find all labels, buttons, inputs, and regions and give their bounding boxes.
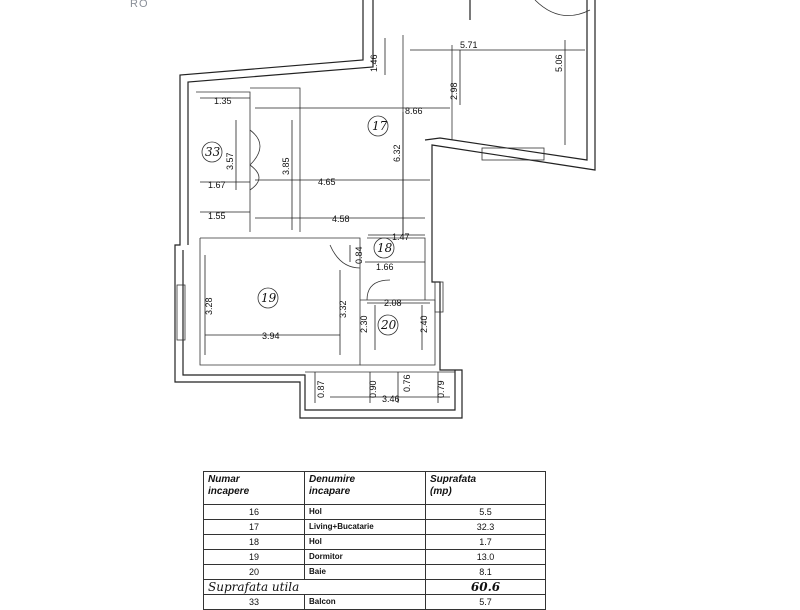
table-row: 19 Dormitor 13.0 — [203, 549, 546, 565]
room-20-circle — [377, 314, 399, 336]
dim-label: 0.76 — [402, 374, 412, 392]
dim-label: 0.90 — [368, 380, 378, 398]
table-row: 17 Living+Bucatarie 32.3 — [203, 519, 546, 535]
table-total-row: Suprafata utila 60.6 — [203, 579, 546, 595]
dim-label: 0.87 — [316, 380, 326, 398]
dim-label: 4.58 — [332, 214, 350, 224]
dim-label: 1.55 — [208, 211, 226, 221]
room-19-circle — [257, 287, 279, 309]
dim-label: 1.46 — [369, 54, 379, 72]
floor-plan: 17 33 18 19 20 5.71 1.46 2.98 5.06 1.35 … — [174, 0, 596, 419]
dim-label: 8.66 — [405, 106, 423, 116]
door-arcs — [249, 0, 591, 301]
room-18-circle — [373, 237, 395, 259]
dim-label: 5.06 — [554, 54, 564, 72]
dim-label: 5.71 — [460, 40, 478, 50]
total-value: 60.6 — [425, 579, 546, 595]
dim-label: 1.47 — [392, 232, 410, 242]
dim-label: 3.57 — [225, 152, 235, 170]
dim-label: 3.46 — [382, 394, 400, 404]
dim-label: 3.28 — [204, 297, 214, 315]
dim-label: 0.84 — [354, 246, 364, 264]
room-33-label: 33 — [205, 145, 221, 159]
table-row: 16 Hol 5.5 — [203, 504, 546, 520]
dim-label: 2.08 — [384, 298, 402, 308]
dim-label: 4.65 — [318, 177, 336, 187]
room-17-label: 17 — [372, 119, 388, 133]
dim-label: 2.40 — [419, 315, 429, 333]
dim-label: 1.35 — [214, 96, 232, 106]
watermark-logo-text: RO — [130, 0, 149, 10]
header-area: Suprafata(mp) — [425, 471, 546, 505]
room-17-circle — [367, 115, 389, 137]
room-18-label: 18 — [377, 241, 393, 255]
table-row: 33 Balcon 5.7 — [203, 594, 546, 610]
table-row: 18 Hol 1.7 — [203, 534, 546, 550]
dim-label: 2.30 — [359, 315, 369, 333]
room-33-circle — [201, 141, 223, 163]
dim-label: 0.79 — [436, 380, 446, 398]
dim-label: 3.94 — [262, 331, 280, 341]
dim-label: 3.32 — [338, 300, 348, 318]
dim-label: 3.85 — [281, 157, 291, 175]
dim-label: 1.66 — [376, 262, 394, 272]
dim-label: 1.67 — [208, 180, 226, 190]
dim-label: 6.32 — [392, 144, 402, 162]
total-label: Suprafata utila — [203, 579, 426, 595]
room-19-label: 19 — [261, 291, 277, 305]
outer-walls — [174, 0, 596, 419]
table-row: 20 Baie 8.1 — [203, 564, 546, 580]
room-20-label: 20 — [380, 318, 397, 332]
dimension-lines — [200, 38, 585, 403]
dim-label: 2.98 — [449, 82, 459, 100]
